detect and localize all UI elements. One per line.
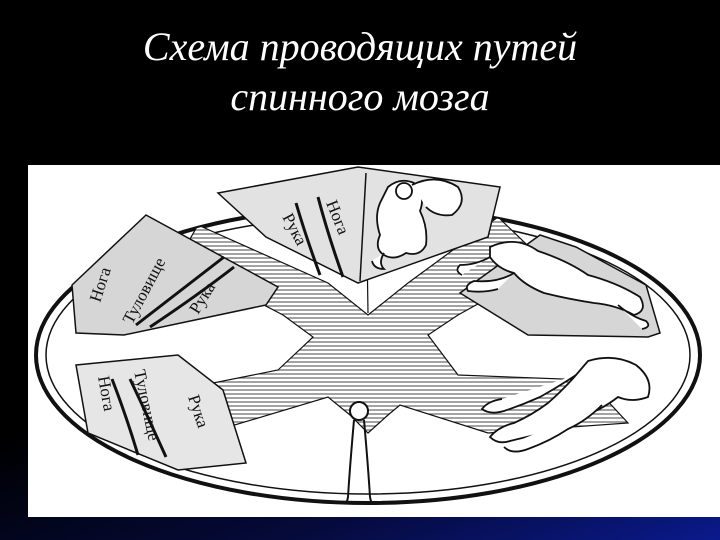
spinal-cord-diagram: Нога Рука Нога Туловище Рука Нога Тулови… xyxy=(34,166,702,505)
anterior-median-fissure xyxy=(317,419,401,503)
crawling-figure-icon xyxy=(456,241,650,330)
legs-figure-icon xyxy=(480,356,651,453)
spinal-cord-figure: Нога Рука Нога Туловище Рука Нога Тулови… xyxy=(28,165,720,517)
left-lateral-tract xyxy=(71,214,280,336)
left-anterior-tract xyxy=(75,354,247,471)
title-line-2: спинного мозга xyxy=(230,74,490,119)
sitting-figure-icon xyxy=(371,178,463,270)
title-line-1: Схема проводящих путей xyxy=(142,24,578,69)
posterior-septum-line xyxy=(359,172,367,282)
tract-lines xyxy=(110,196,345,458)
slide-title: Схема проводящих путей спинного мозга xyxy=(0,22,720,122)
central-canal xyxy=(349,401,369,421)
